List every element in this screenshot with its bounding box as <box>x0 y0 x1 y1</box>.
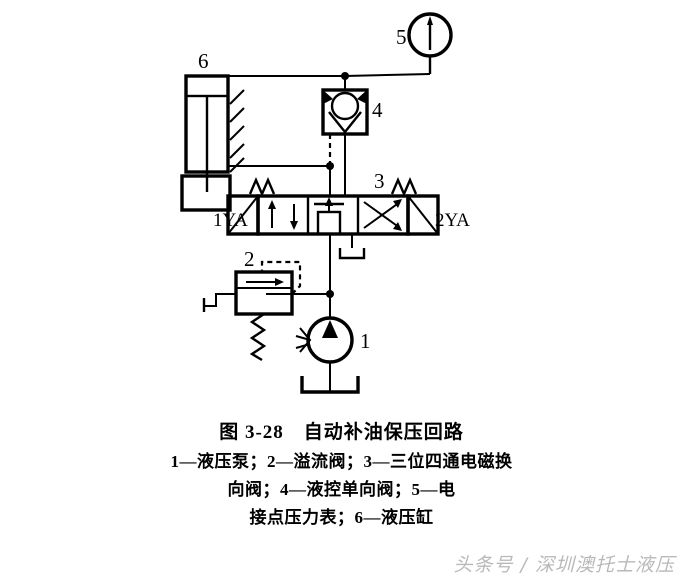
pressure-gauge-symbol <box>407 12 453 74</box>
caption-line-1: 1—液压泵；2—溢流阀；3—三位四通电磁换 <box>170 452 513 471</box>
pilot-check-valve-symbol <box>321 88 369 196</box>
relief-valve-label-2: 2 <box>244 247 255 271</box>
valve-bottom-ports <box>329 234 366 294</box>
check-valve-label-4: 4 <box>372 98 383 122</box>
solenoid-left <box>226 194 260 236</box>
figure-caption: 图 3-28 自动补油保压回路 1—液压泵；2—溢流阀；3—三位四通电磁换 向阀… <box>0 418 683 532</box>
solenoid-left-label: 1YA <box>213 210 248 231</box>
valve-position-left <box>268 200 298 230</box>
valve-position-right <box>363 199 402 231</box>
solenoid-right <box>406 194 440 236</box>
directional-valve-label-3: 3 <box>374 169 385 193</box>
cylinder-symbol <box>180 74 245 212</box>
top-pressure-line <box>228 72 431 90</box>
valve-position-center <box>314 197 344 236</box>
caption-line-2: 向阀；4—液控单向阀；5—电 <box>227 480 456 499</box>
spring-right <box>390 176 418 198</box>
caption-line-3: 接点压力表；6—液压缸 <box>249 508 434 527</box>
pump-pressure-line <box>266 290 334 318</box>
solenoid-right-label: 2YA <box>435 210 470 231</box>
gauge-label-5: 5 <box>396 25 407 49</box>
directional-valve-symbol <box>226 176 440 236</box>
circuit-diagram: 5 4 <box>180 12 470 394</box>
watermark-text: 头条号 / 深圳澳托士液压 <box>453 554 675 576</box>
spring-left <box>248 176 276 198</box>
relief-valve-symbol <box>202 260 302 362</box>
pump-symbol <box>295 316 354 392</box>
tank-symbol <box>300 376 360 394</box>
figure-title: 图 3-28 自动补油保压回路 <box>219 422 464 443</box>
pump-label-1: 1 <box>360 329 371 353</box>
cylinder-label-6: 6 <box>198 49 209 73</box>
